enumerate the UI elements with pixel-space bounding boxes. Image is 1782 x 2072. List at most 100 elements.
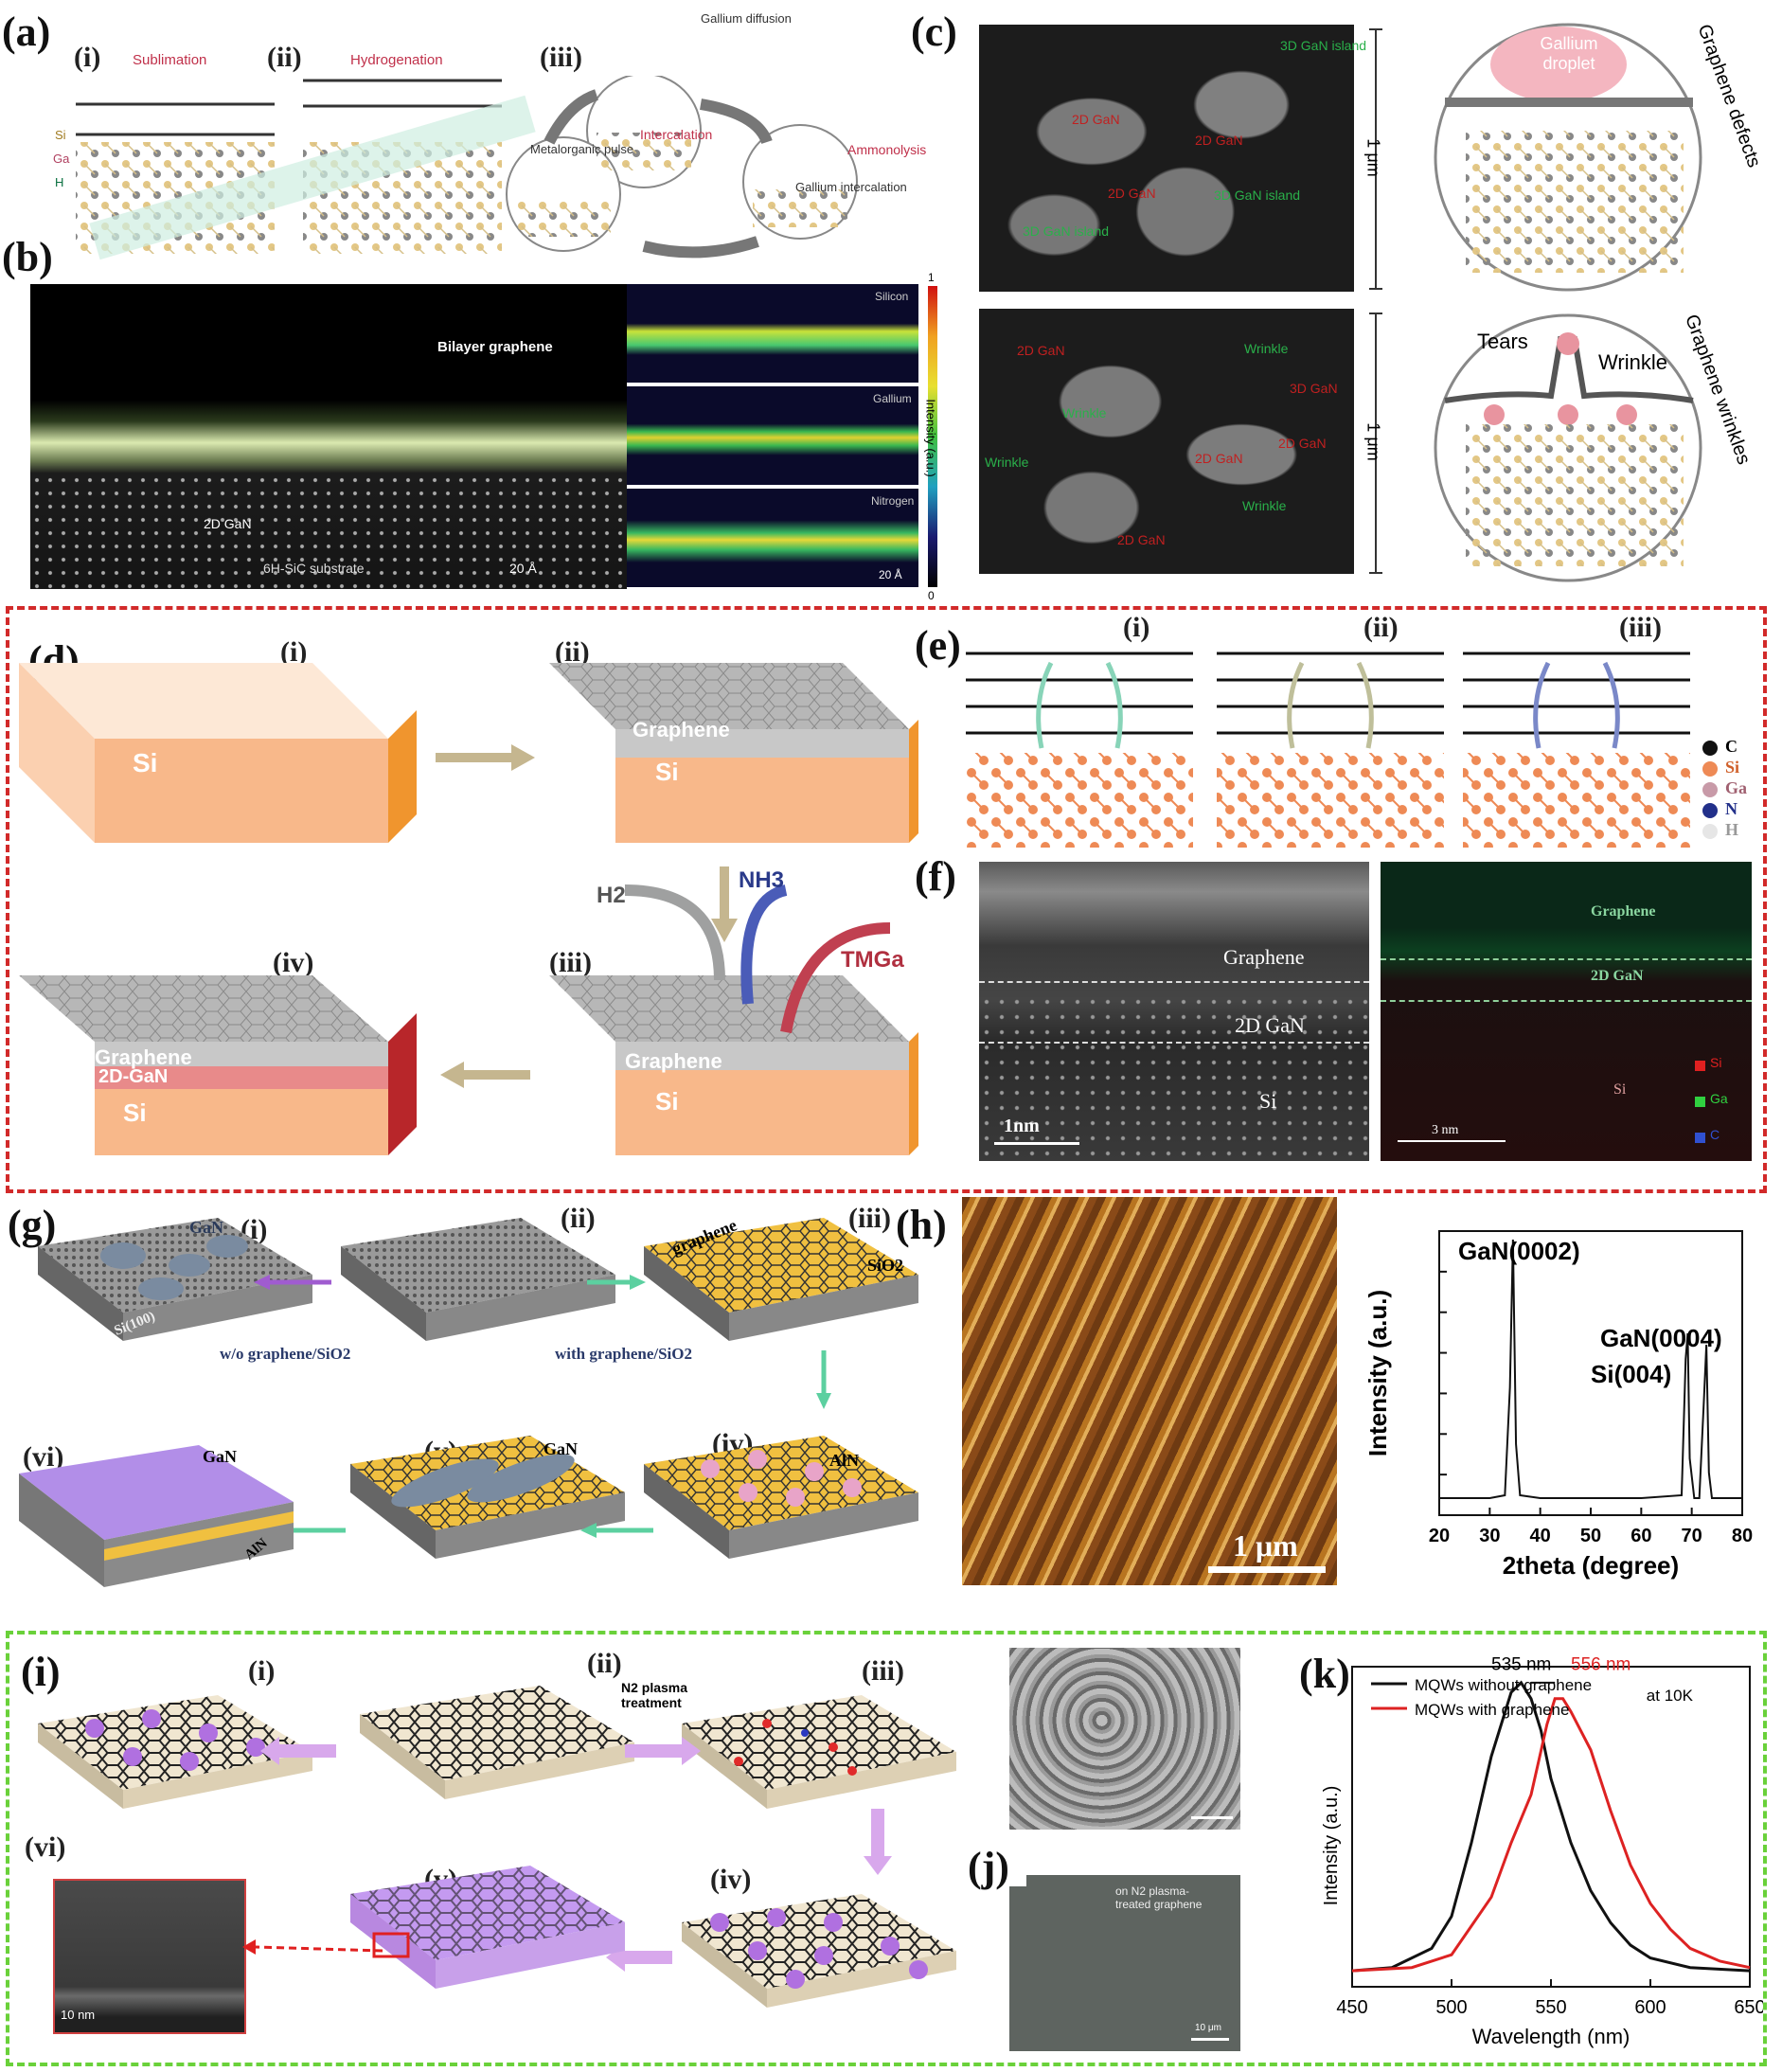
- pl-y-axis-label: Intensity (a.u.): [1321, 1786, 1342, 1906]
- xrd-x-tick-label: 60: [1631, 1526, 1651, 1546]
- tem-vi-scale: 10 nm: [61, 2008, 96, 2022]
- afm-scale: 1 μm: [1233, 1528, 1298, 1563]
- sem-bottom-label-8: Wrinkle: [1242, 498, 1287, 513]
- g-text-gan-vi: GaN: [203, 1447, 237, 1466]
- panel-label-k: (k): [1299, 1651, 1350, 1697]
- pl-x-tick-label: 450: [1336, 1997, 1367, 2018]
- step-e-iii: (iii): [1619, 612, 1662, 643]
- sem-top-label-5: 3D GaN island: [1023, 223, 1110, 239]
- tem-label-si: Si: [1259, 1089, 1277, 1113]
- pl-annotation-10k: at 10K: [1647, 1687, 1694, 1705]
- label-bilayer-graphene: Bilayer graphene: [437, 339, 553, 355]
- arrow-to-tem: [242, 1939, 383, 1955]
- step-i-i: (i): [248, 1655, 276, 1687]
- d-layer-2dgan: 2D-GaN: [98, 1066, 169, 1087]
- title-hydrogenation: Hydrogenation: [350, 52, 443, 68]
- colorbar-max: 1: [928, 271, 935, 284]
- xrd-x-tick-label: 80: [1732, 1526, 1753, 1546]
- step-i-ii: (ii): [587, 1648, 622, 1679]
- green-dashed-box: [6, 1631, 1767, 2066]
- title-sublimation: Sublimation: [133, 52, 207, 68]
- eds-label-2dgan: 2D GaN: [1591, 968, 1644, 984]
- cycle-intercalation: Intercalation: [640, 127, 713, 142]
- afm-image: [962, 1197, 1337, 1585]
- legend-e-n: N: [1725, 799, 1737, 818]
- xrd-x-tick-label: 50: [1580, 1526, 1601, 1546]
- g-text-sio2: SiO2: [867, 1256, 904, 1275]
- pl-series-line: [1351, 1697, 1751, 1973]
- panel-g-blocks: [19, 1218, 918, 1587]
- pl-annotation-556: 556 nm: [1571, 1654, 1631, 1674]
- red-dashed-box: [6, 606, 1767, 1193]
- step-i-iv: (iv): [710, 1864, 752, 1895]
- xrd-x-tick-label: 30: [1479, 1526, 1500, 1546]
- tem-scale: 1nm: [1004, 1116, 1040, 1136]
- sem-bottom-label-3: Wrinkle: [1062, 405, 1107, 420]
- xrd-x-axis-label: 2theta (degree): [1503, 1551, 1679, 1580]
- cycle-gallium-diffusion: Gallium diffusion: [701, 11, 792, 26]
- step-a-ii: (ii): [267, 42, 302, 73]
- d-layer-si-1: Si: [133, 748, 158, 777]
- pl-x-axis-label: Wavelength (nm): [1472, 2025, 1631, 2048]
- j-caption: on N2 plasma-treated graphene: [1115, 1884, 1203, 1911]
- pl-x-tick-label: 500: [1435, 1997, 1467, 2018]
- n2-plasma-label: N2 plasma treatment: [621, 1680, 688, 1710]
- tem-scale-bar: [994, 1142, 1079, 1145]
- scale-bar-top: [1369, 28, 1382, 290]
- sem-top-label-3: 2D GaN: [1108, 186, 1156, 201]
- defect-schematics: [1434, 23, 1702, 582]
- legend-e-dots: [1702, 741, 1718, 839]
- panel-label-c: (c): [911, 9, 957, 55]
- tem-image-vi: [53, 1879, 246, 2034]
- step-e-ii: (ii): [1363, 612, 1399, 643]
- legend-a-h: H: [55, 175, 64, 189]
- legend-a-ga: Ga: [53, 152, 70, 166]
- step-a-i: (i): [74, 42, 101, 73]
- label-6h-sic: 6H-SiC substrate: [263, 561, 365, 576]
- step-i-vi: (vi): [25, 1831, 66, 1863]
- panel-label-f: (f): [915, 853, 956, 900]
- tem-label-graphene: Graphene: [1223, 945, 1305, 969]
- step-d-iv: (iv): [273, 947, 314, 978]
- sem-top-label-4: 2D GaN: [1195, 133, 1243, 148]
- tem-image-f: [979, 862, 1369, 1161]
- cycle-ammonolysis: Ammonolysis: [847, 142, 927, 157]
- panel-label-b: (b): [2, 234, 53, 280]
- sem-bottom-label-2: Wrinkle: [1244, 341, 1289, 356]
- step-d-iii: (iii): [549, 947, 592, 978]
- sem-image-j-bottom: [1009, 1875, 1240, 2051]
- gas-tmga: TMGa: [841, 947, 904, 973]
- map-scale: 20 Å: [879, 568, 902, 581]
- legend-e-h: H: [1725, 820, 1739, 839]
- sem-bottom-label-4: Wrinkle: [985, 455, 1029, 470]
- sem-bottom-label-9: 3D GaN: [1290, 381, 1338, 396]
- panel-d-blocks: [19, 663, 918, 1155]
- haadf-image: [30, 284, 627, 589]
- sem-bottom-label-6: 2D GaN: [1117, 532, 1166, 547]
- sem-j-notch: [1009, 1867, 1026, 1886]
- pl-x-tick-label: 650: [1734, 1997, 1763, 2018]
- g-text-with: with graphene/SiO2: [555, 1345, 692, 1363]
- g-text-without: w/o graphene/SiO2: [220, 1345, 351, 1363]
- eds-label-si: Si: [1613, 1081, 1627, 1098]
- panel-label-e: (e): [915, 622, 961, 669]
- panel-label-j: (j): [968, 1844, 1009, 1890]
- sem-bottom-label-5: 2D GaN: [1195, 451, 1243, 466]
- step-g-ii: (ii): [561, 1203, 596, 1234]
- pl-x-tick-label: 550: [1535, 1997, 1566, 2018]
- xrd-annotation-si004: Si(004): [1591, 1360, 1671, 1388]
- eds-scale: 3 nm: [1432, 1123, 1459, 1137]
- d-layer-graphene-4: Graphene: [95, 1045, 192, 1069]
- legend-e-ga: Ga: [1725, 778, 1748, 797]
- step-g-iii: (iii): [848, 1203, 891, 1234]
- g-text-gan-1: GaN: [189, 1218, 223, 1237]
- xrd-y-axis-label: Intensity (a.u.): [1363, 1290, 1392, 1456]
- label-tears: Tears: [1477, 330, 1528, 353]
- panel-label-a: (a): [2, 9, 51, 55]
- scale-20a-b: 20 Å: [509, 561, 537, 576]
- step-d-ii: (ii): [555, 636, 590, 668]
- afm-scale-bar: [1208, 1566, 1326, 1573]
- eds-legend-si-swatch: [1695, 1061, 1705, 1071]
